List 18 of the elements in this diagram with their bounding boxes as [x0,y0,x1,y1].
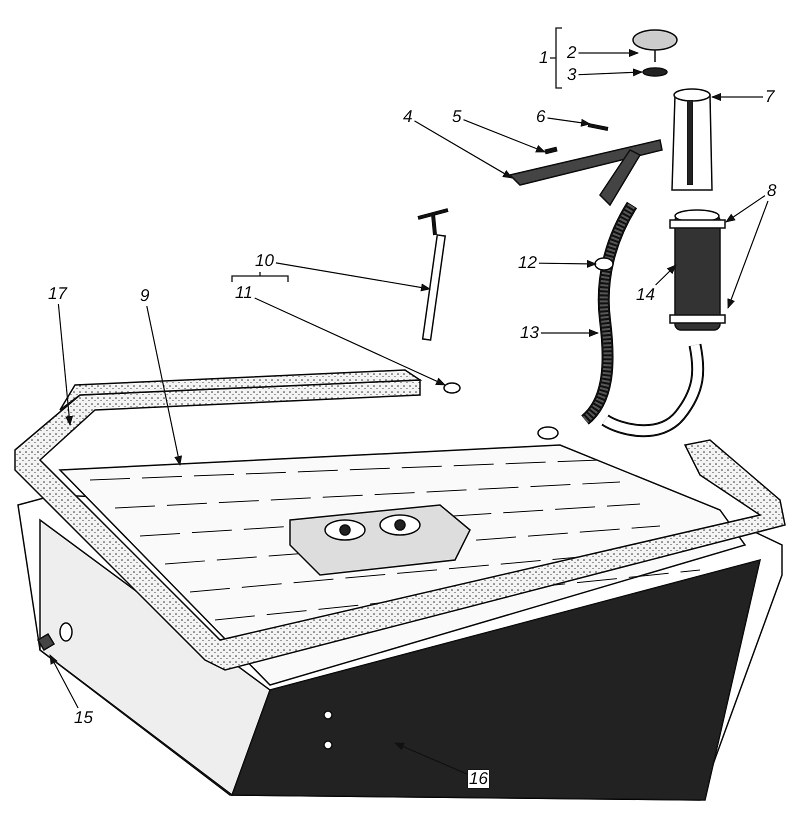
leader-line [58,304,74,426]
leader-line [711,93,763,101]
leader-line [725,195,766,223]
leader-line [578,68,643,76]
leader-line [49,654,79,708]
callout-number: 16 [468,770,489,788]
leader-line [414,120,513,179]
leader-line [254,297,446,386]
leader-line [655,264,677,286]
leader-line [578,49,639,57]
leader-line [276,262,431,292]
leader-line [540,329,599,337]
leader-line [394,742,468,775]
leader-line [146,306,182,466]
leader-line [727,200,769,309]
leader-line [463,119,546,153]
leader-line [547,117,591,127]
leader-line [538,260,597,268]
